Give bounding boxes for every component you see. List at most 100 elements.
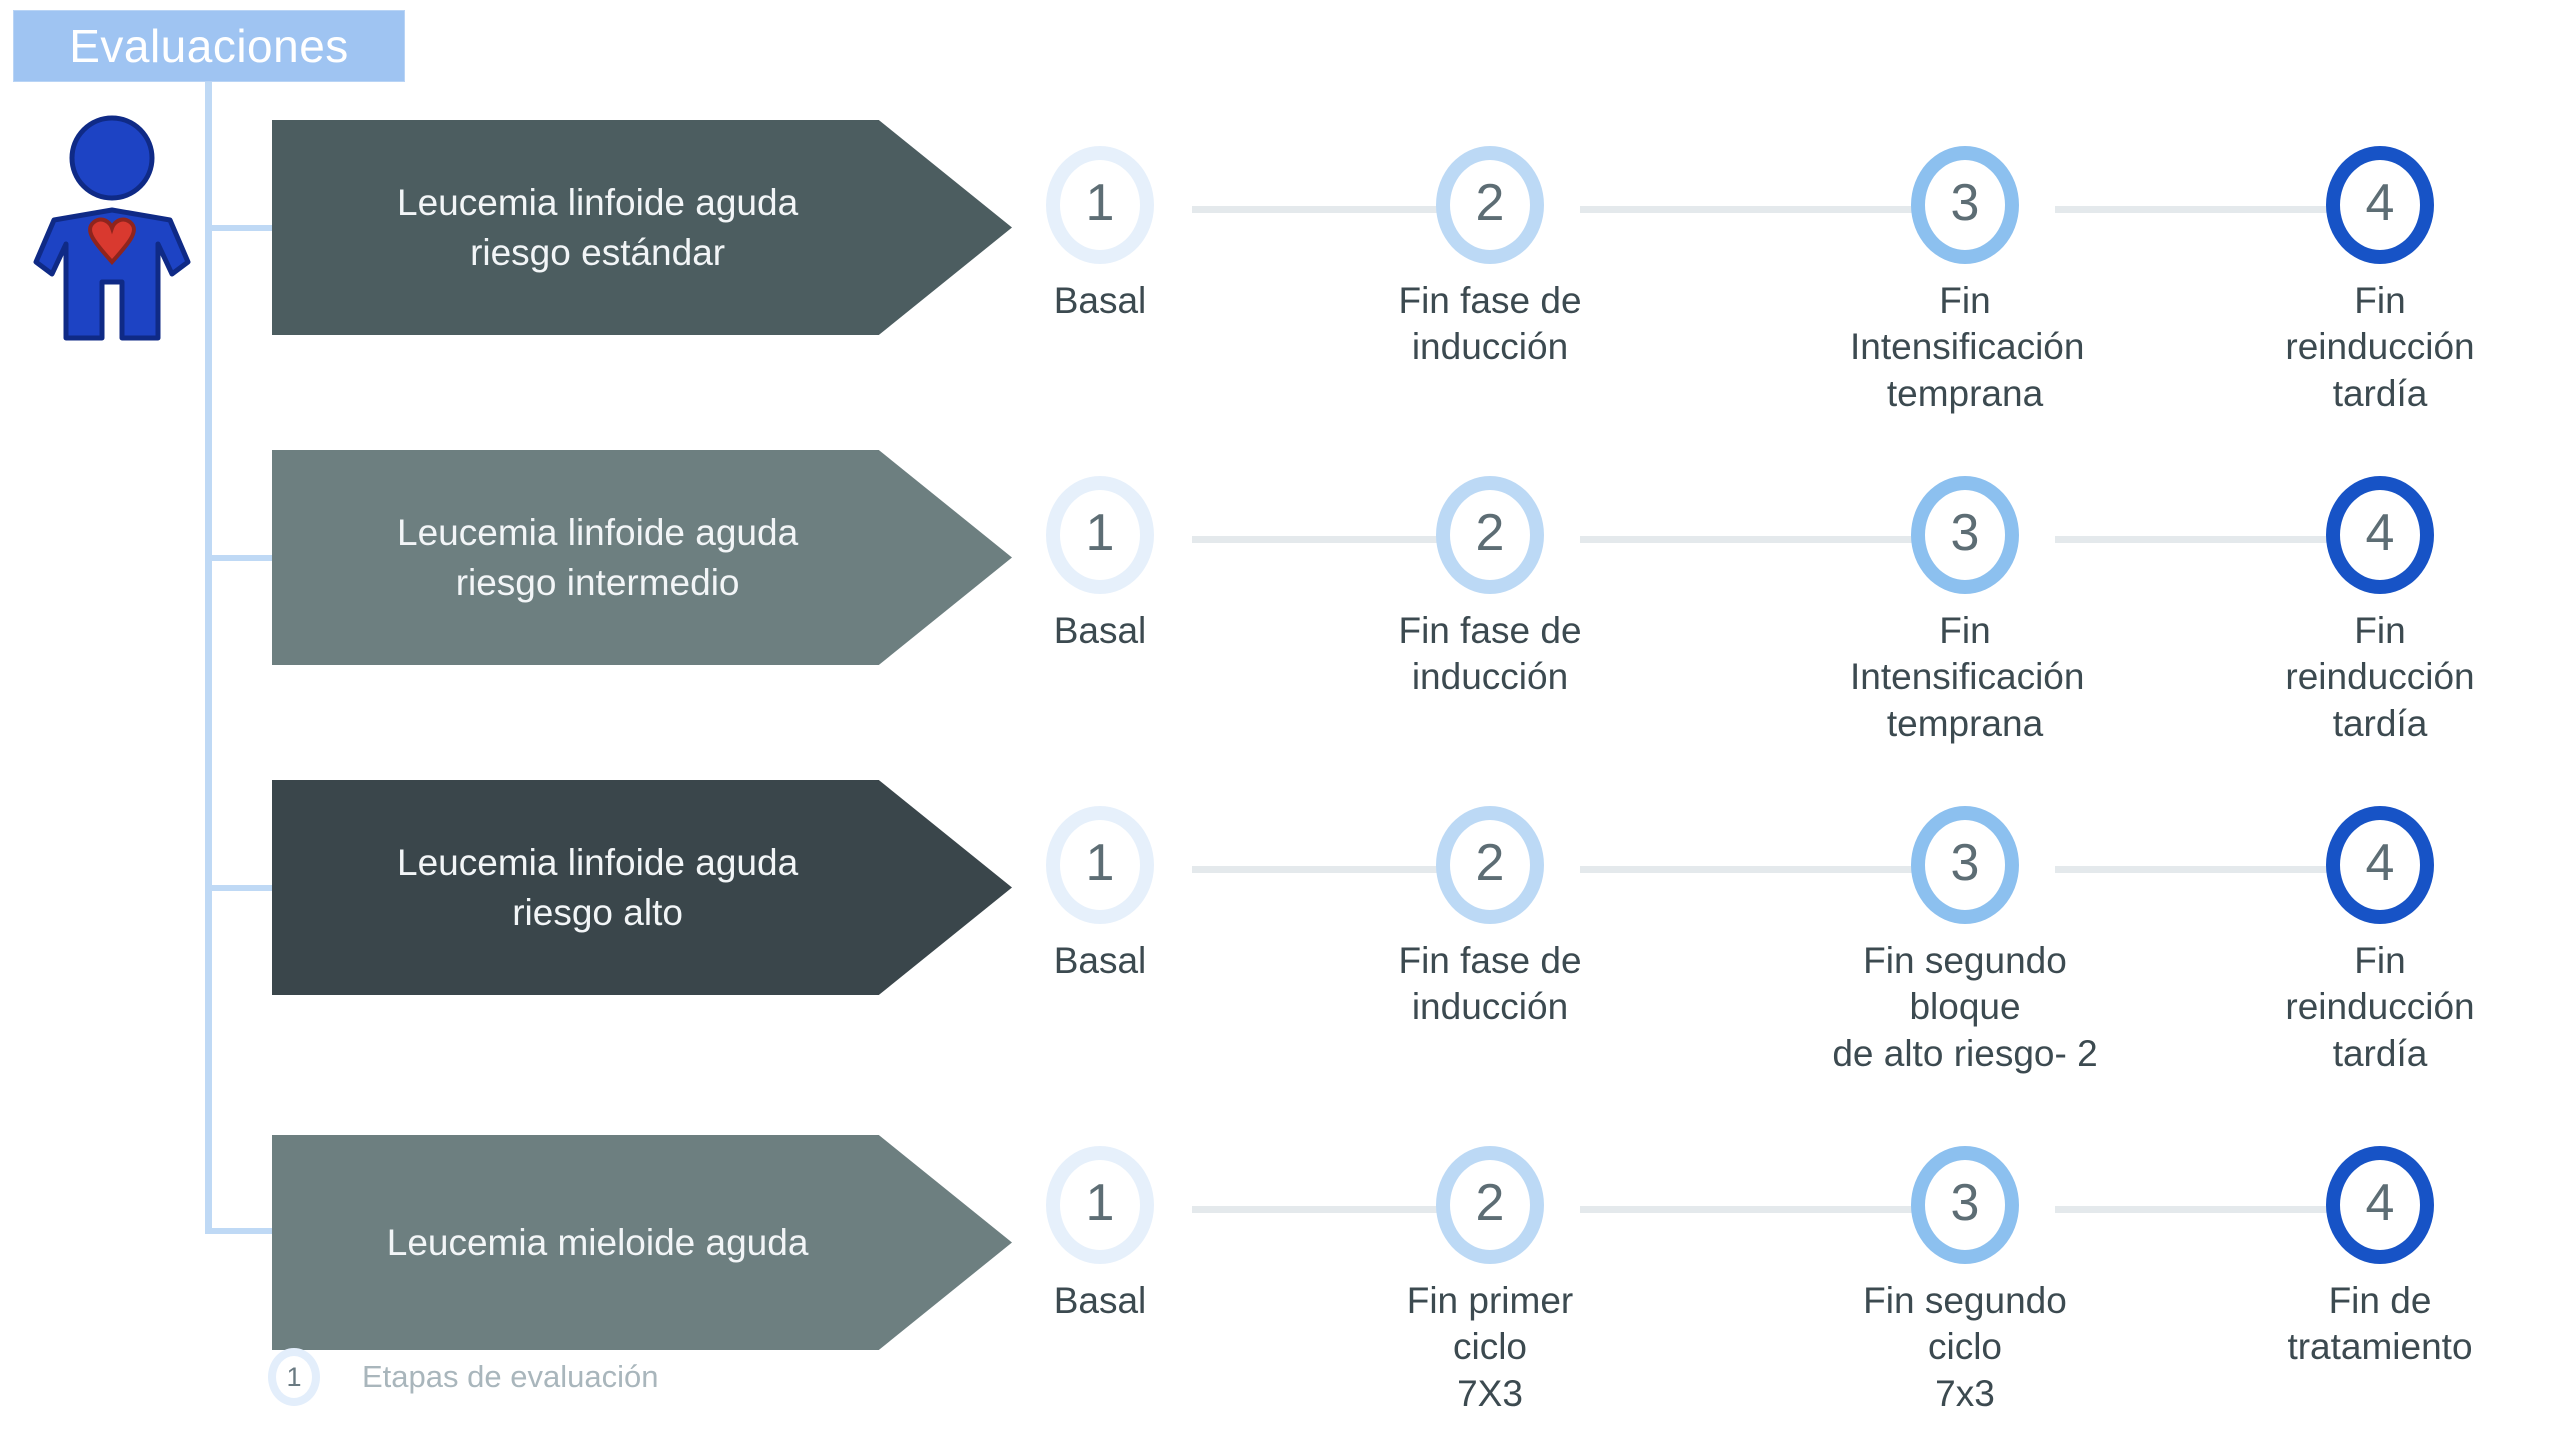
- stage-caption: Fin fase de inducción: [1398, 610, 1582, 698]
- row-4-conn-2-3: [1580, 1206, 1970, 1213]
- stage-caption: Fin primer ciclo 7X3: [1406, 1280, 1574, 1414]
- legend-stage-circle-icon: 1: [268, 1348, 320, 1406]
- stage-circle-1: 1: [1046, 146, 1154, 264]
- stage-number: 1: [1085, 504, 1115, 562]
- row-lla-riesgo-alto: Leucemia linfoide aguda riesgo alto 1 Ba…: [0, 780, 2576, 1074]
- stage-circle-4: 4: [2326, 146, 2434, 264]
- row-4-conn-1-2: [1192, 1206, 1494, 1213]
- stage-caption: Basal: [1053, 1280, 1147, 1321]
- patient-with-heart-icon: [22, 112, 202, 342]
- row-3-conn-1-2: [1192, 866, 1494, 873]
- row-2-timeline: 1 Basal 2 Fin fase de inducción 3 Fin In…: [1020, 450, 2560, 744]
- stage-number: 4: [2365, 504, 2395, 562]
- row-1-arrow-shape: Leucemia linfoide aguda riesgo estándar: [272, 120, 1012, 335]
- stage-number: 3: [1950, 834, 1980, 892]
- row-2-arrow-label: Leucemia linfoide aguda riesgo intermedi…: [397, 511, 799, 603]
- stage-circle-4: 4: [2326, 476, 2434, 594]
- stage-caption: Fin fase de inducción: [1398, 940, 1582, 1028]
- page-title: Evaluaciones: [69, 20, 349, 72]
- stage-caption: Fin Intensificación temprana: [1850, 610, 2085, 744]
- stage-caption: Fin Intensificación temprana: [1850, 280, 2085, 414]
- row-1-stage-4[interactable]: 4 Fin reinducción tardía: [2265, 120, 2495, 417]
- stage-circle-2: 2: [1436, 476, 1544, 594]
- stage-caption: Basal: [1053, 280, 1147, 321]
- row-1-stage-1[interactable]: 1 Basal: [985, 120, 1215, 324]
- stage-number: 1: [1085, 1174, 1115, 1232]
- stage-caption: Basal: [1053, 610, 1147, 651]
- row-4-conn-3-4: [2055, 1206, 2385, 1213]
- stage-circle-4: 4: [2326, 1146, 2434, 1264]
- stage-number: 2: [1475, 834, 1505, 892]
- stage-circle-4: 4: [2326, 806, 2434, 924]
- row-2-arrow-shape: Leucemia linfoide aguda riesgo intermedi…: [272, 450, 1012, 665]
- row-3-timeline: 1 Basal 2 Fin fase de inducción 3 Fin se…: [1020, 780, 2560, 1074]
- stage-circle-2: 2: [1436, 146, 1544, 264]
- stage-caption: Basal: [1053, 940, 1147, 981]
- row-3-stage-4[interactable]: 4 Fin reinducción tardía: [2265, 780, 2495, 1077]
- row-3-stage-1[interactable]: 1 Basal: [985, 780, 1215, 984]
- row-2-conn-1-2: [1192, 536, 1494, 543]
- stage-caption: Fin de tratamiento: [2287, 1280, 2473, 1368]
- evaluaciones-header-box: Evaluaciones: [13, 10, 405, 82]
- row-1-conn-2-3: [1580, 206, 1970, 213]
- row-3-conn-3-4: [2055, 866, 2385, 873]
- row-4-arrow-label: Leucemia mieloide aguda: [386, 1221, 809, 1263]
- stage-circle-2: 2: [1436, 1146, 1544, 1264]
- stage-circle-1: 1: [1046, 1146, 1154, 1264]
- legend-label: Etapas de evaluación: [362, 1359, 659, 1394]
- stage-caption: Fin reinducción tardía: [2285, 280, 2475, 414]
- stage-caption: Fin fase de inducción: [1398, 280, 1582, 368]
- row-4-stage-2[interactable]: 2 Fin primer ciclo 7X3: [1375, 1120, 1605, 1417]
- stage-circle-2: 2: [1436, 806, 1544, 924]
- row-3-stage-2[interactable]: 2 Fin fase de inducción: [1375, 780, 1605, 1031]
- stage-number: 3: [1950, 1174, 1980, 1232]
- row-2-stage-1[interactable]: 1 Basal: [985, 450, 1215, 654]
- stage-circle-1: 1: [1046, 806, 1154, 924]
- stage-caption: Fin segundo ciclo 7x3: [1863, 1280, 2067, 1414]
- stage-number: 1: [1085, 174, 1115, 232]
- stage-number: 4: [2365, 174, 2395, 232]
- stage-number: 2: [1475, 174, 1505, 232]
- row-2-conn-2-3: [1580, 536, 1970, 543]
- stage-number: 3: [1950, 504, 1980, 562]
- legend: 1 Etapas de evaluación: [268, 1348, 658, 1406]
- stage-circle-3: 3: [1911, 806, 2019, 924]
- stage-circle-3: 3: [1911, 476, 2019, 594]
- row-2-stage-2[interactable]: 2 Fin fase de inducción: [1375, 450, 1605, 701]
- row-4-timeline: 1 Basal 2 Fin primer ciclo 7X3 3 Fin seg…: [1020, 1120, 2560, 1414]
- stage-number: 1: [1085, 834, 1115, 892]
- row-1-arrow-label: Leucemia linfoide aguda riesgo estándar: [397, 181, 799, 273]
- row-2-conn-3-4: [2055, 536, 2385, 543]
- stage-number: 4: [2365, 834, 2395, 892]
- row-3-arrow-label: Leucemia linfoide aguda riesgo alto: [397, 841, 799, 933]
- stage-number: 4: [2365, 1174, 2395, 1232]
- legend-number: 1: [286, 1361, 302, 1392]
- tree-trunk-line: [205, 82, 212, 1234]
- row-3-arrow-shape: Leucemia linfoide aguda riesgo alto: [272, 780, 1012, 995]
- stage-number: 2: [1475, 1174, 1505, 1232]
- stage-circle-1: 1: [1046, 476, 1154, 594]
- row-1-stage-3[interactable]: 3 Fin Intensificación temprana: [1850, 120, 2085, 417]
- stage-caption: Fin segundo bloque de alto riesgo- 2: [1832, 940, 2098, 1074]
- stage-number: 3: [1950, 174, 1980, 232]
- row-leucemia-mieloide-aguda: Leucemia mieloide aguda 1 Basal 2 Fin pr…: [0, 1120, 2576, 1414]
- row-2-stage-3[interactable]: 3 Fin Intensificación temprana: [1850, 450, 2085, 747]
- stage-caption: Fin reinducción tardía: [2285, 940, 2475, 1074]
- row-3-stage-3[interactable]: 3 Fin segundo bloque de alto riesgo- 2: [1820, 780, 2110, 1077]
- row-1-timeline: 1 Basal 2 Fin fase de inducción 3 Fin In…: [1020, 120, 2560, 414]
- row-2-stage-4[interactable]: 4 Fin reinducción tardía: [2265, 450, 2495, 747]
- row-1-conn-1-2: [1192, 206, 1494, 213]
- stage-circle-3: 3: [1911, 146, 2019, 264]
- row-1-conn-3-4: [2055, 206, 2385, 213]
- row-1-stage-2[interactable]: 2 Fin fase de inducción: [1375, 120, 1605, 371]
- row-4-stage-1[interactable]: 1 Basal: [985, 1120, 1215, 1324]
- stage-number: 2: [1475, 504, 1505, 562]
- row-lla-riesgo-intermedio: Leucemia linfoide aguda riesgo intermedi…: [0, 450, 2576, 744]
- row-4-stage-4[interactable]: 4 Fin de tratamiento: [2265, 1120, 2495, 1371]
- row-3-conn-2-3: [1580, 866, 1970, 873]
- stage-caption: Fin reinducción tardía: [2285, 610, 2475, 744]
- row-4-stage-3[interactable]: 3 Fin segundo ciclo 7x3: [1850, 1120, 2080, 1417]
- stage-circle-3: 3: [1911, 1146, 2019, 1264]
- row-4-arrow-shape: Leucemia mieloide aguda: [272, 1135, 1012, 1350]
